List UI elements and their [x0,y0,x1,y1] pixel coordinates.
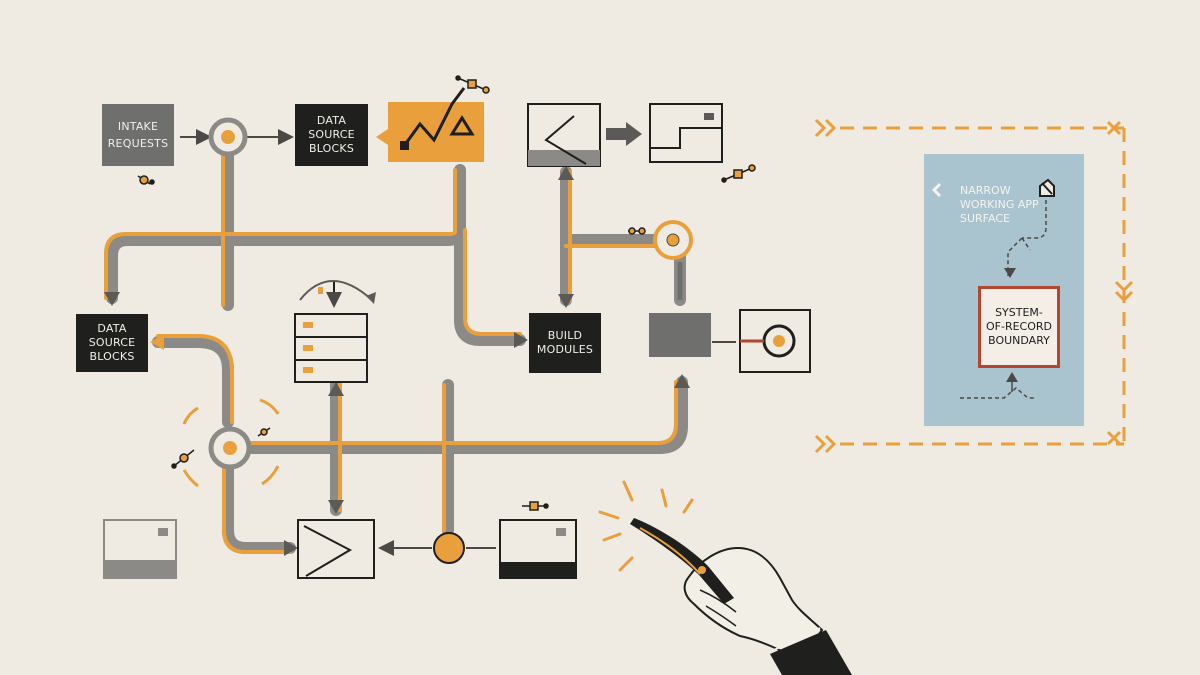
data-source-blocks-top[interactable]: DATA SOURCE BLOCKS [295,104,368,166]
window-card-step[interactable] [649,103,723,163]
target-card[interactable] [739,309,811,373]
warning-triangle-icon [449,115,475,136]
connector-arrows [180,129,736,556]
fat-arrow-icon [606,122,642,146]
grey-module-block[interactable] [649,313,711,357]
intake-requests-block[interactable]: INTAKE REQUESTS [102,104,174,166]
node-bottom-junction[interactable] [433,532,465,564]
system-of-record-boundary[interactable]: SYSTEM- OF-RECORD BOUNDARY [978,286,1060,368]
pliers-icon [630,518,734,604]
double-chevron-icon [814,118,1134,454]
spark-lines [598,480,694,572]
node-central-hub[interactable] [208,426,252,470]
sparkle-node-icon [137,75,756,511]
pipe-network [104,149,690,556]
refresh-arrows-icon [182,398,280,488]
data-source-blocks-left[interactable]: DATA SOURCE BLOCKS [76,314,148,372]
grey-window-card[interactable] [103,519,177,579]
hand-icon [683,546,852,675]
envelope-card[interactable] [297,519,375,579]
bottom-window-card[interactable] [499,519,577,579]
stacked-record-card[interactable] [294,280,376,383]
node-intake-hub[interactable] [208,117,248,157]
window-card-arrow[interactable] [527,103,601,167]
node-right-hub[interactable] [653,220,693,260]
system-boundary-frame [840,126,1126,446]
trend-chart-card[interactable] [376,87,484,162]
tag-icon [1039,178,1055,197]
build-modules-block[interactable]: BUILD MODULES [529,313,601,373]
x-mark-icon [1106,120,1122,446]
panel-title: NARROW WORKING APP SURFACE [960,184,1039,225]
chevron-left-icon[interactable] [931,182,942,198]
